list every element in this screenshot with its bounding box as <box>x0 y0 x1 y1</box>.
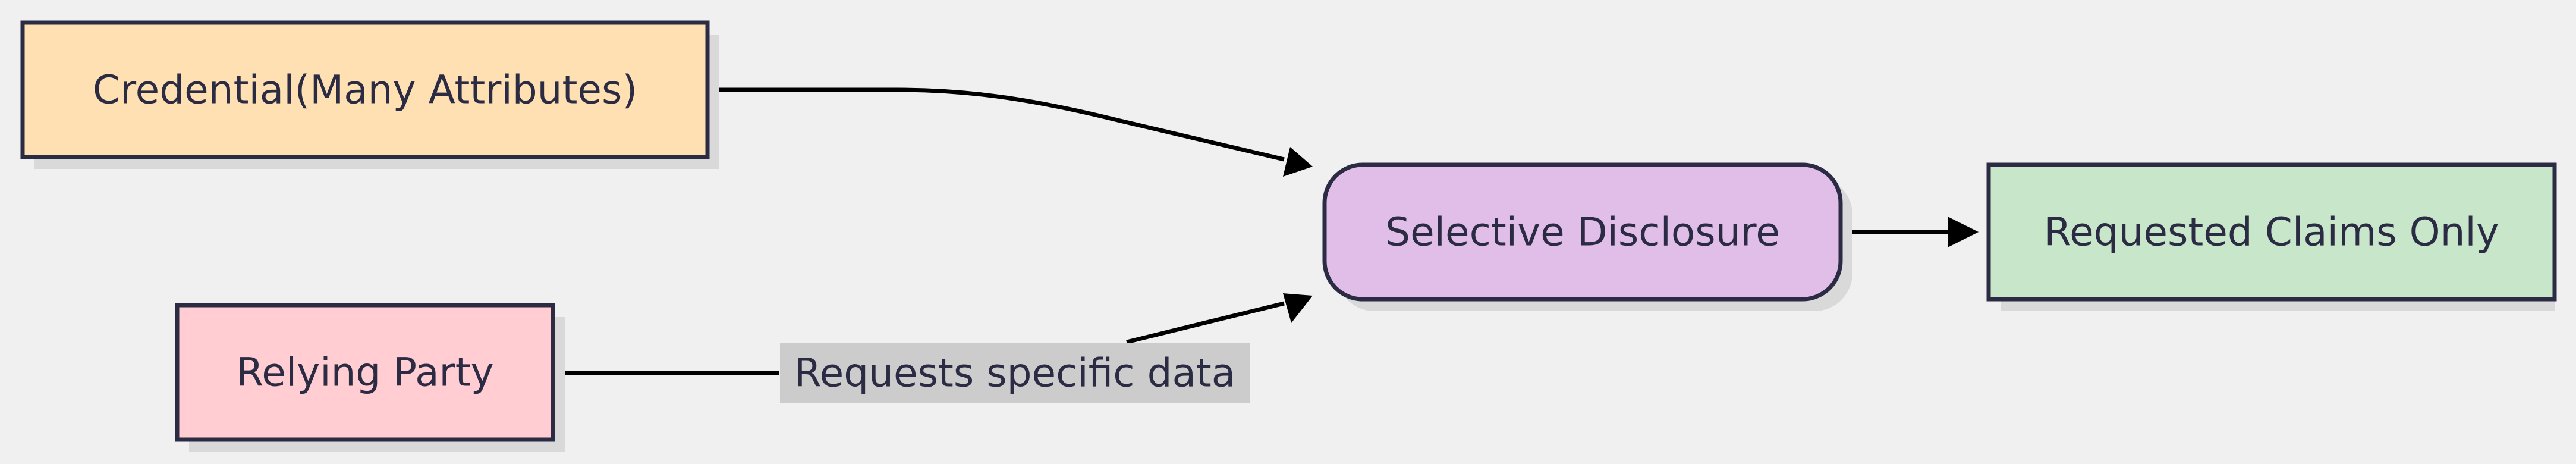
edge-label: Requests specific data <box>794 350 1235 396</box>
node-label: Selective Disclosure <box>1385 209 1780 255</box>
node-relying-party: Relying Party <box>175 303 565 452</box>
node-label: Requested Claims Only <box>2044 209 2499 255</box>
node-label: Relying Party <box>236 350 493 396</box>
node-requested-claims: Requested Claims Only <box>1986 162 2557 311</box>
node-box <box>1986 162 2557 302</box>
edge-relying-to-disclosure: Requests specific data <box>553 293 1313 403</box>
node-box <box>1322 162 1843 302</box>
arrowhead-icon <box>1283 147 1313 177</box>
node-box <box>175 303 555 442</box>
node-box <box>20 20 710 159</box>
node-credential: Credential(Many Attributes) <box>20 20 719 169</box>
edge-disclosure-to-claims <box>1842 217 1979 247</box>
node-selective-disclosure: Selective Disclosure <box>1322 162 1852 311</box>
edge-label-background <box>780 343 1250 403</box>
arrowhead-icon <box>1948 217 1979 247</box>
arrowhead-icon <box>1283 293 1313 323</box>
node-label: Credential(Many Attributes) <box>93 67 637 113</box>
edge-line <box>553 301 1285 375</box>
edge-credential-to-disclosure <box>707 87 1313 177</box>
edge-line <box>707 87 1285 162</box>
